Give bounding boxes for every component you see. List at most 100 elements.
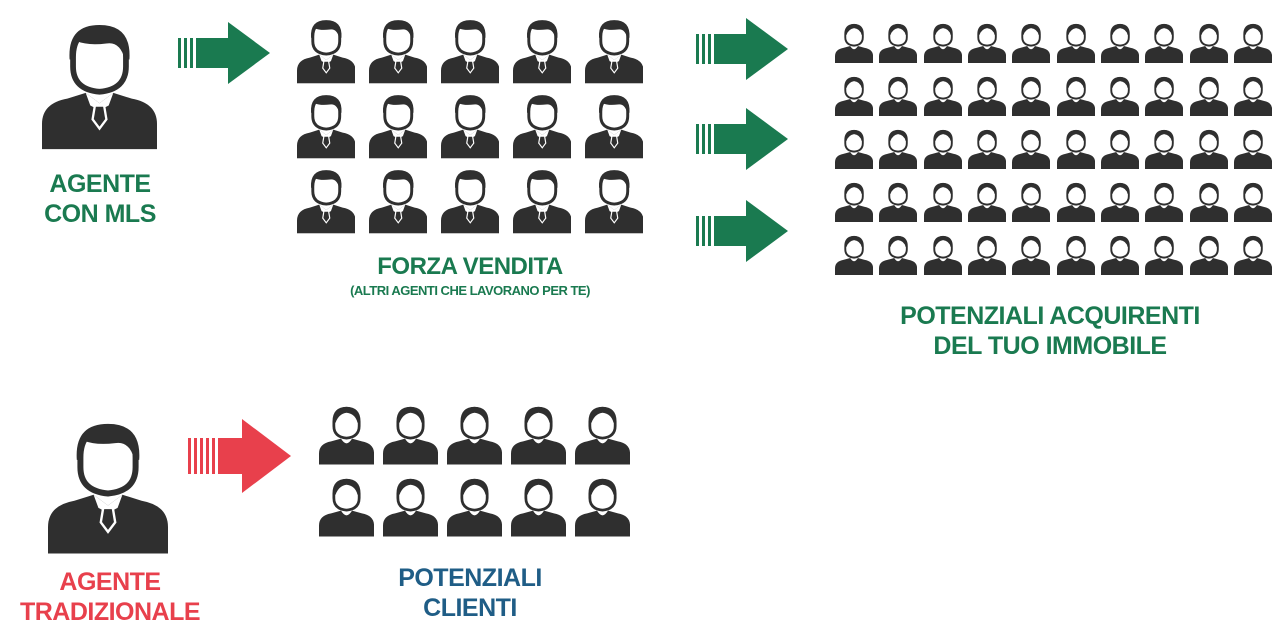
businessman-icon bbox=[585, 169, 644, 233]
person-icon bbox=[1101, 234, 1139, 276]
person-icon bbox=[924, 234, 962, 276]
person-icon bbox=[1101, 22, 1139, 64]
clients-label: POTENZIALI CLIENTI bbox=[360, 564, 580, 623]
businessman-icon bbox=[297, 19, 356, 83]
person-icon bbox=[835, 75, 873, 117]
arrow-right-green-icon bbox=[696, 108, 788, 170]
clients-label-line1: POTENZIALI bbox=[398, 564, 542, 592]
person-icon bbox=[447, 476, 502, 537]
sales-force-title: FORZA VENDITA bbox=[377, 253, 563, 280]
person-icon bbox=[1057, 128, 1095, 170]
businessman-icon bbox=[369, 19, 428, 83]
mls-agent-label-line1: AGENTE bbox=[49, 170, 151, 198]
person-icon bbox=[835, 128, 873, 170]
person-icon bbox=[511, 476, 566, 537]
person-icon bbox=[1145, 128, 1183, 170]
person-icon bbox=[1190, 181, 1228, 223]
person-icon bbox=[1145, 22, 1183, 64]
traditional-agent-label-line2: TRADIZIONALE bbox=[19, 597, 201, 626]
person-icon bbox=[1234, 234, 1272, 276]
person-icon bbox=[383, 404, 438, 465]
person-icon bbox=[879, 181, 917, 223]
person-icon bbox=[1057, 181, 1095, 223]
buyers-label-line1: POTENZIALI ACQUIRENTI bbox=[900, 302, 1200, 330]
person-icon bbox=[511, 404, 566, 465]
mls-agent-label-line2: CON MLS bbox=[44, 199, 156, 228]
person-icon bbox=[1057, 234, 1095, 276]
person-icon bbox=[879, 234, 917, 276]
person-icon bbox=[924, 75, 962, 117]
person-icon bbox=[319, 476, 374, 537]
person-icon bbox=[968, 75, 1006, 117]
sales-force-subtitle: (ALTRI AGENTI CHE LAVORANO PER TE) bbox=[350, 283, 590, 299]
person-icon bbox=[924, 22, 962, 64]
person-icon bbox=[575, 476, 630, 537]
person-icon bbox=[1190, 22, 1228, 64]
businessman-icon bbox=[585, 94, 644, 158]
businessman-icon bbox=[297, 94, 356, 158]
person-icon bbox=[1190, 128, 1228, 170]
person-icon bbox=[968, 128, 1006, 170]
businessman-icon bbox=[441, 169, 500, 233]
person-icon bbox=[1145, 234, 1183, 276]
person-icon bbox=[968, 234, 1006, 276]
person-icon bbox=[1012, 181, 1050, 223]
arrow-right-green-icon bbox=[696, 200, 788, 262]
mls-agent-businessman-icon bbox=[42, 22, 157, 150]
businessman-icon bbox=[441, 94, 500, 158]
person-icon bbox=[879, 75, 917, 117]
sales-force-grid bbox=[290, 14, 650, 239]
buyers-label: POTENZIALI ACQUIRENTI DEL TUO IMMOBILE bbox=[860, 302, 1240, 361]
clients-grid bbox=[315, 398, 635, 543]
businessman-icon bbox=[585, 19, 644, 83]
person-icon bbox=[879, 22, 917, 64]
person-icon bbox=[924, 181, 962, 223]
person-icon bbox=[1190, 75, 1228, 117]
person-icon bbox=[924, 128, 962, 170]
sales-force-label: FORZA VENDITA (ALTRI AGENTI CHE LAVORANO… bbox=[280, 253, 660, 299]
person-icon bbox=[1012, 128, 1050, 170]
person-icon bbox=[1234, 22, 1272, 64]
businessman-icon bbox=[513, 169, 572, 233]
person-icon bbox=[1190, 234, 1228, 276]
arrow-right-red-icon bbox=[188, 419, 291, 493]
person-icon bbox=[1057, 22, 1095, 64]
businessman-icon bbox=[369, 169, 428, 233]
businessman-icon bbox=[513, 19, 572, 83]
person-icon bbox=[835, 22, 873, 64]
person-icon bbox=[1234, 128, 1272, 170]
person-icon bbox=[575, 404, 630, 465]
buyers-label-line2: DEL TUO IMMOBILE bbox=[933, 331, 1167, 360]
traditional-agent-label-line1: AGENTE bbox=[59, 568, 161, 596]
businessman-icon bbox=[513, 94, 572, 158]
mls-agent-label: AGENTE CON MLS bbox=[20, 170, 180, 229]
businessman-icon bbox=[441, 19, 500, 83]
person-icon bbox=[447, 404, 502, 465]
arrow-right-green-icon bbox=[178, 22, 270, 84]
person-icon bbox=[1145, 181, 1183, 223]
person-icon bbox=[1012, 75, 1050, 117]
person-icon bbox=[1145, 75, 1183, 117]
person-icon bbox=[319, 404, 374, 465]
businessman-icon bbox=[369, 94, 428, 158]
person-icon bbox=[1012, 22, 1050, 64]
person-icon bbox=[1101, 128, 1139, 170]
buyers-grid bbox=[832, 16, 1275, 281]
person-icon bbox=[968, 22, 1006, 64]
person-icon bbox=[968, 181, 1006, 223]
person-icon bbox=[1234, 75, 1272, 117]
person-icon bbox=[879, 128, 917, 170]
person-icon bbox=[835, 234, 873, 276]
traditional-agent-businessman-icon bbox=[48, 420, 168, 555]
person-icon bbox=[835, 181, 873, 223]
person-icon bbox=[1012, 234, 1050, 276]
clients-label-line2: CLIENTI bbox=[423, 593, 517, 622]
person-icon bbox=[383, 476, 438, 537]
person-icon bbox=[1101, 181, 1139, 223]
person-icon bbox=[1101, 75, 1139, 117]
traditional-agent-label: AGENTE TRADIZIONALE bbox=[0, 568, 220, 627]
businessman-icon bbox=[297, 169, 356, 233]
person-icon bbox=[1234, 181, 1272, 223]
person-icon bbox=[1057, 75, 1095, 117]
arrow-right-green-icon bbox=[696, 18, 788, 80]
